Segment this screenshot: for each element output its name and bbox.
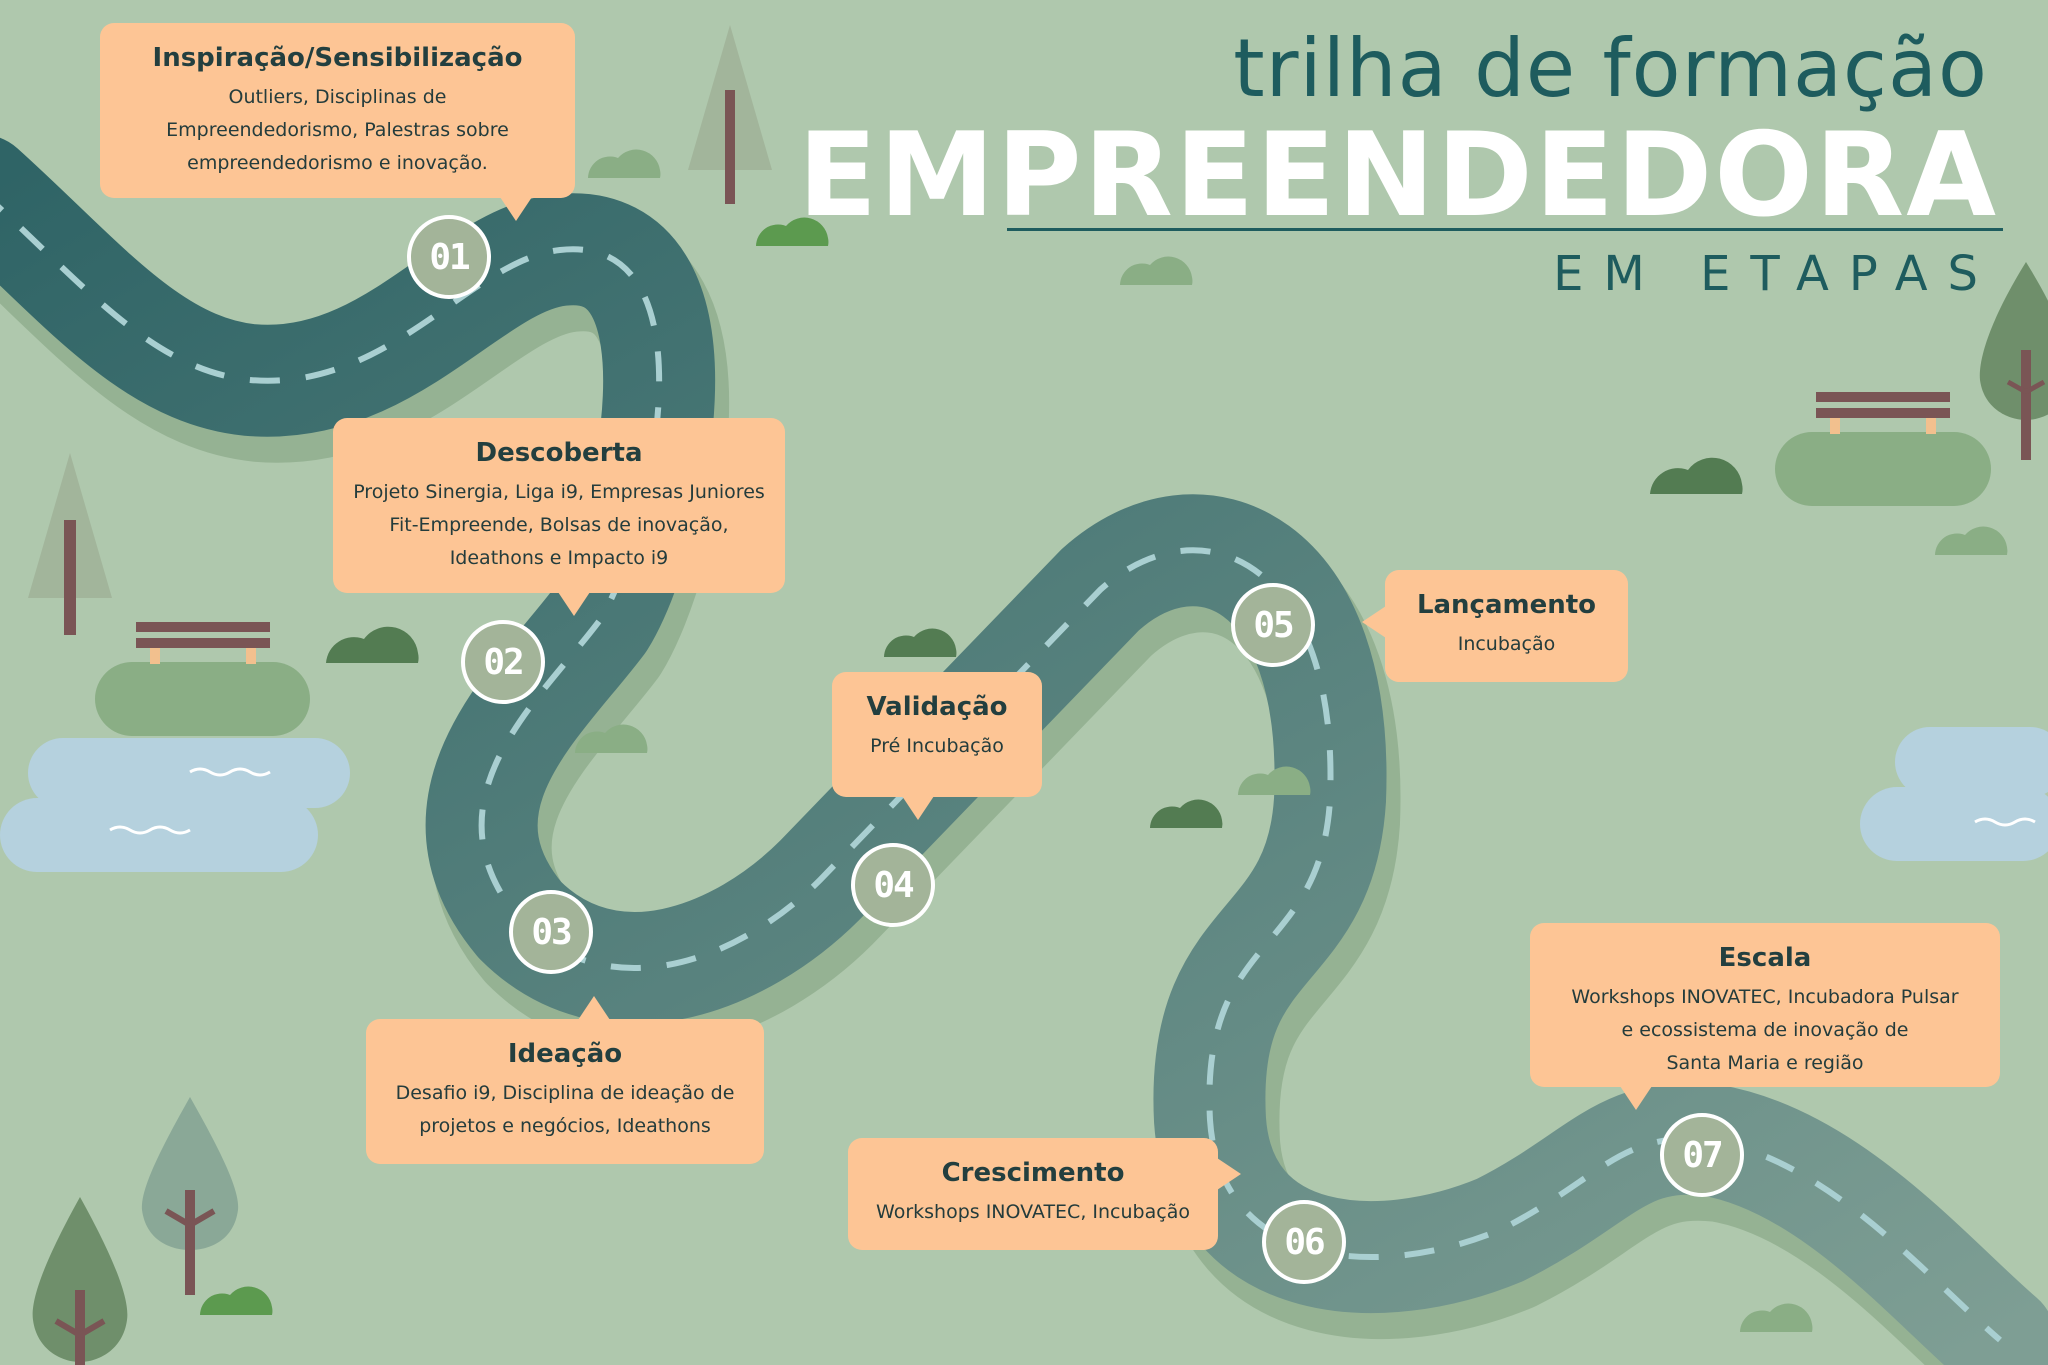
- bushes: [200, 149, 2008, 1332]
- tree-right-round: [1979, 262, 2048, 460]
- tree-top: [688, 25, 772, 204]
- road-center-line: [0, 204, 2002, 1343]
- card-pointer: [1217, 1158, 1241, 1190]
- bench-right: [1775, 392, 1991, 506]
- tree-bottom-left-1: [141, 1097, 239, 1295]
- step-text: Projeto Sinergia, Liga i9, Empresas Juni…: [353, 481, 765, 569]
- title-line-1: trilha de formação: [1233, 22, 1988, 115]
- card-pointer: [558, 592, 590, 616]
- card-pointer: [1362, 606, 1386, 638]
- step-text: Pré Incubação: [870, 735, 1004, 757]
- step-badge-7: 07: [1660, 1113, 1744, 1197]
- tree-left: [28, 453, 112, 635]
- step-badge-5: 05: [1231, 583, 1315, 667]
- step-text: Workshops INOVATEC, Incubação: [876, 1201, 1190, 1223]
- step-text: Desafio i9, Disciplina de ideação de pro…: [395, 1082, 735, 1137]
- title-line-2: EMPREENDEDORA: [797, 108, 1998, 243]
- step-title: Lançamento: [1416, 590, 1597, 620]
- title-divider: [1007, 228, 2003, 231]
- title-line-3: EM ETAPAS: [1553, 246, 1998, 302]
- step-badge-2: 02: [461, 620, 545, 704]
- bench-left: [95, 622, 310, 736]
- step-badge-6: 06: [1262, 1200, 1346, 1284]
- step-card-1: Inspiração/Sensibilização Outliers, Disc…: [100, 23, 575, 221]
- step-badge-4: 04: [851, 843, 935, 927]
- step-card-7: Escala Workshops INOVATEC, Incubadora Pu…: [1530, 923, 2000, 1110]
- step-title: Validação: [866, 692, 1008, 722]
- step-card-5: Lançamento Incubação: [1362, 570, 1628, 682]
- step-card-2: Descoberta Projeto Sinergia, Liga i9, Em…: [333, 418, 785, 616]
- step-badge-1: 01: [407, 215, 491, 299]
- step-card-6: Crescimento Workshops INOVATEC, Incubaçã…: [848, 1138, 1241, 1250]
- step-title: Inspiração/Sensibilização: [152, 43, 523, 73]
- lake-right: [1860, 727, 2048, 861]
- card-pointer: [578, 996, 610, 1020]
- card-pointer: [500, 197, 532, 221]
- step-text: Workshops INOVATEC, Incubadora Pulsar e …: [1571, 986, 1959, 1074]
- step-title: Ideação: [507, 1039, 623, 1069]
- card-pointer: [902, 796, 934, 820]
- step-text: Incubação: [1457, 633, 1556, 655]
- step-badge-3: 03: [509, 890, 593, 974]
- tree-bottom-left-2: [32, 1197, 128, 1365]
- step-card-3: Ideação Desafio i9, Disciplina de ideaçã…: [366, 996, 764, 1164]
- step-card-4: Validação Pré Incubação: [832, 672, 1042, 820]
- step-text: Outliers, Disciplinas de Empreendedorism…: [166, 86, 509, 174]
- lake-left: [0, 738, 350, 872]
- card-pointer: [1620, 1086, 1652, 1110]
- step-title: Crescimento: [941, 1158, 1125, 1188]
- step-title: Descoberta: [475, 438, 643, 468]
- step-title: Escala: [1718, 943, 1812, 973]
